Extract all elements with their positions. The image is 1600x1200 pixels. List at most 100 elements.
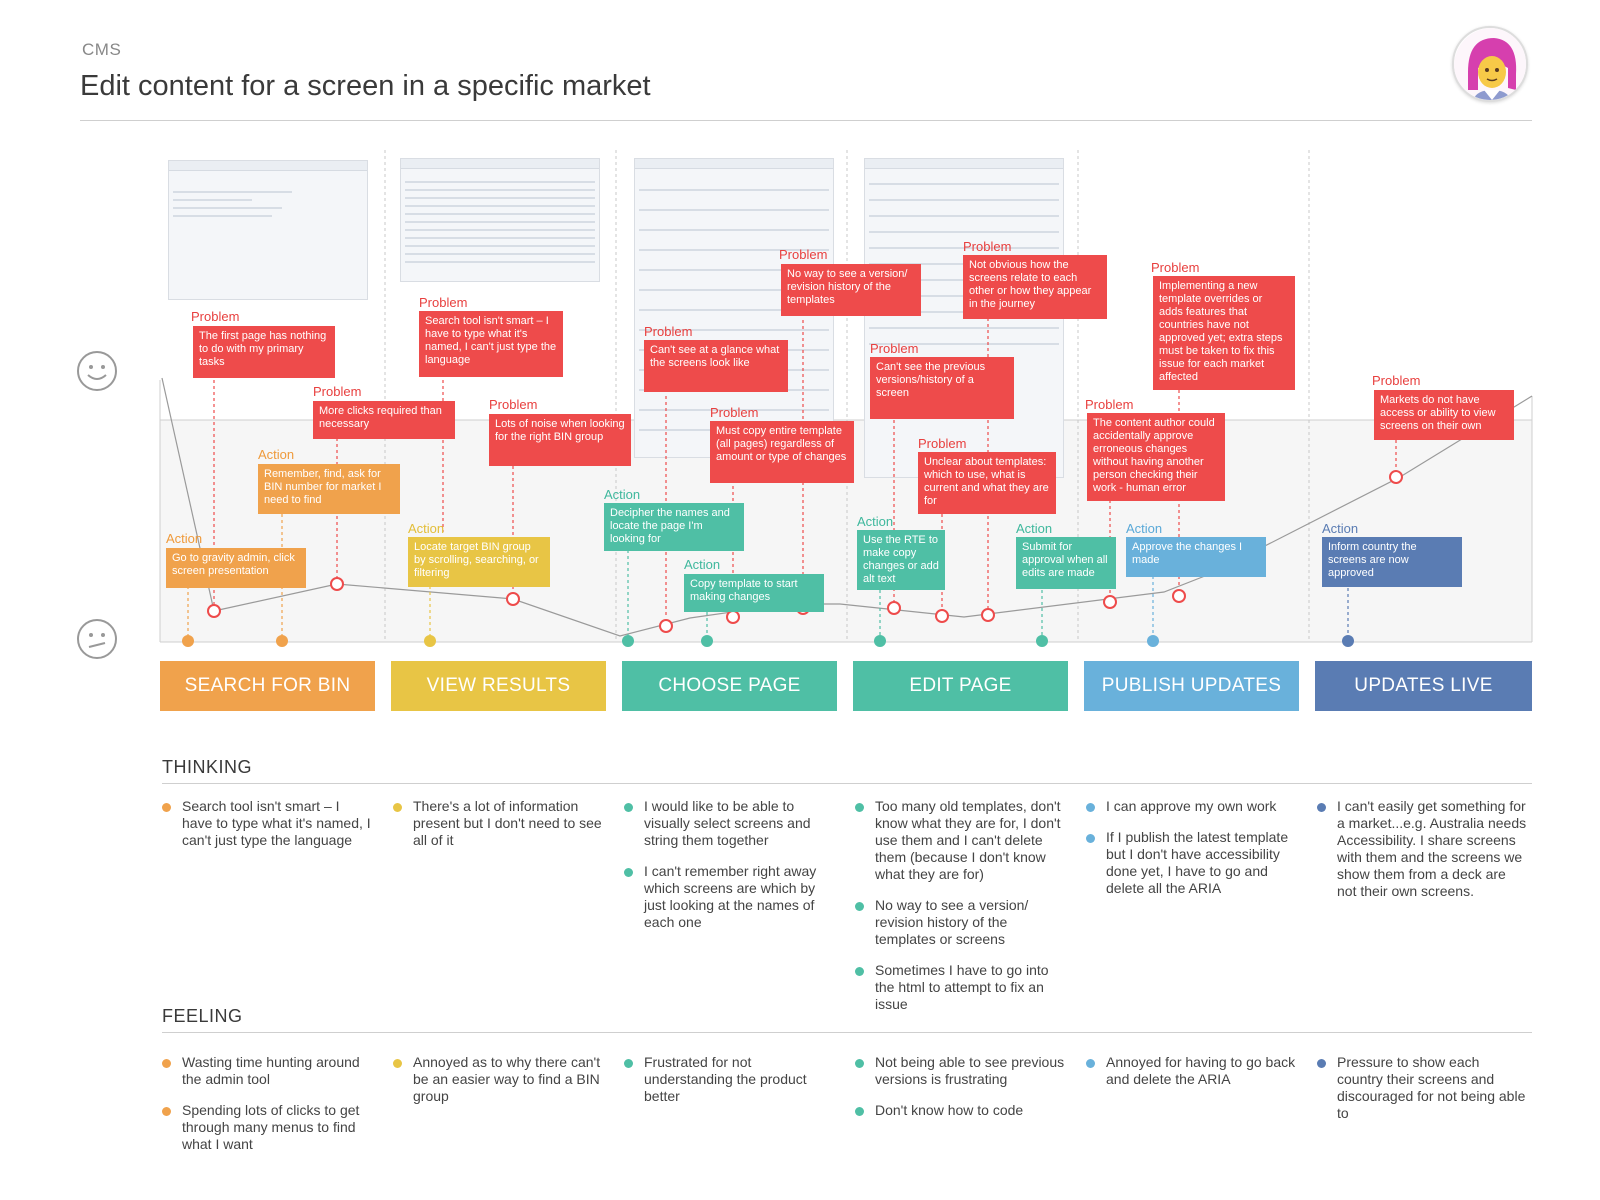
thinking-item: If I publish the latest template but I d… bbox=[1086, 829, 1296, 897]
feeling-divider bbox=[162, 1032, 1532, 1033]
smiley-face-icon bbox=[76, 350, 118, 392]
stage-updates-live: UPDATES LIVE bbox=[1315, 661, 1532, 711]
problem-card: Must copy entire template (all pages) re… bbox=[710, 421, 854, 483]
problem-marker bbox=[981, 608, 995, 622]
page-title: Edit content for a screen in a specific … bbox=[80, 70, 651, 102]
problem-card: Lots of noise when looking for the right… bbox=[489, 414, 631, 466]
problem-label: Problem bbox=[710, 405, 759, 420]
problem-marker bbox=[330, 577, 344, 591]
stage-edit-page: EDIT PAGE bbox=[853, 661, 1068, 711]
stage-search-for-bin: SEARCH FOR BIN bbox=[160, 661, 375, 711]
action-marker bbox=[701, 635, 713, 647]
problem-label: Problem bbox=[918, 436, 967, 451]
problem-marker bbox=[935, 609, 949, 623]
feeling-item: Don't know how to code bbox=[855, 1102, 1065, 1119]
stage-choose-page: CHOOSE PAGE bbox=[622, 661, 837, 711]
problem-card: The first page has nothing to do with my… bbox=[193, 326, 335, 378]
problem-label: Problem bbox=[644, 324, 693, 339]
problem-label: Problem bbox=[779, 247, 828, 262]
feeling-item: Pressure to show each country their scre… bbox=[1317, 1054, 1527, 1122]
problem-marker bbox=[726, 610, 740, 624]
thinking-column: I can't easily get something for a marke… bbox=[1317, 798, 1527, 914]
problem-marker bbox=[506, 592, 520, 606]
action-label: Action bbox=[408, 521, 445, 536]
screenshot-thumbnail bbox=[400, 158, 600, 282]
feeling-item: Frustrated for not understanding the pro… bbox=[624, 1054, 834, 1105]
problem-label: Problem bbox=[419, 295, 468, 310]
feeling-item: Annoyed as to why there can't be an easi… bbox=[393, 1054, 603, 1105]
action-marker bbox=[1342, 635, 1354, 647]
confused-face-icon bbox=[76, 618, 118, 660]
problem-marker bbox=[207, 604, 221, 618]
problem-marker bbox=[1103, 595, 1117, 609]
action-label: Action bbox=[604, 487, 641, 502]
problem-card: Search tool isn't smart – I have to type… bbox=[419, 311, 563, 377]
thinking-item: No way to see a version/ revision histor… bbox=[855, 897, 1065, 948]
problem-card: Implementing a new template overrides or… bbox=[1153, 276, 1295, 390]
thinking-item: There's a lot of information present but… bbox=[393, 798, 603, 849]
problem-label: Problem bbox=[1372, 373, 1421, 388]
feeling-title: FEELING bbox=[162, 1006, 243, 1026]
action-marker bbox=[874, 635, 886, 647]
problem-marker bbox=[887, 601, 901, 615]
problem-card: Not obvious how the screens relate to ea… bbox=[963, 255, 1107, 319]
action-label: Action bbox=[1322, 521, 1359, 536]
thinking-column: I can approve my own work If I publish t… bbox=[1086, 798, 1296, 911]
action-card: Approve the changes I made bbox=[1126, 537, 1266, 577]
title-divider bbox=[80, 120, 1532, 121]
stage-view-results: VIEW RESULTS bbox=[391, 661, 606, 711]
action-card: Use the RTE to make copy changes or add … bbox=[857, 530, 945, 590]
feeling-column: Annoyed as to why there can't be an easi… bbox=[393, 1054, 603, 1119]
feeling-item: Not being able to see previous versions … bbox=[855, 1054, 1065, 1088]
action-label: Action bbox=[1126, 521, 1163, 536]
problem-label: Problem bbox=[1151, 260, 1200, 275]
thinking-item: I would like to be able to visually sele… bbox=[624, 798, 834, 849]
thinking-item: I can approve my own work bbox=[1086, 798, 1296, 815]
action-card: Remember, find, ask for BIN number for m… bbox=[258, 464, 400, 514]
problem-label: Problem bbox=[1085, 397, 1134, 412]
action-label: Action bbox=[1016, 521, 1053, 536]
problem-marker bbox=[1172, 589, 1186, 603]
problem-label: Problem bbox=[191, 309, 240, 324]
action-marker bbox=[1147, 635, 1159, 647]
thinking-item: Too many old templates, don't know what … bbox=[855, 798, 1065, 883]
problem-marker bbox=[659, 619, 673, 633]
action-card: Submit for approval when all edits are m… bbox=[1016, 537, 1116, 589]
screenshot-thumbnail bbox=[168, 160, 368, 300]
problem-card: More clicks required than necessary bbox=[313, 401, 455, 439]
feeling-column: Wasting time hunting around the admin to… bbox=[162, 1054, 372, 1167]
header-eyebrow: CMS bbox=[82, 40, 122, 59]
stage-publish-updates: PUBLISH UPDATES bbox=[1084, 661, 1299, 711]
thinking-item: Search tool isn't smart – I have to type… bbox=[162, 798, 372, 849]
problem-card: Unclear about templates: which to use, w… bbox=[918, 452, 1056, 514]
action-card: Inform country the screens are now appro… bbox=[1322, 537, 1462, 587]
action-card: Locate target BIN group by scrolling, se… bbox=[408, 537, 550, 587]
problem-marker bbox=[1389, 470, 1403, 484]
thinking-divider bbox=[162, 783, 1532, 784]
action-marker bbox=[182, 635, 194, 647]
action-marker bbox=[424, 635, 436, 647]
problem-label: Problem bbox=[870, 341, 919, 356]
feeling-column: Pressure to show each country their scre… bbox=[1317, 1054, 1527, 1136]
problem-card: Markets do not have access or ability to… bbox=[1374, 390, 1514, 440]
thinking-item: I can't remember right away which screen… bbox=[624, 863, 834, 931]
problem-card: Can't see the previous versions/history … bbox=[870, 357, 1014, 419]
thinking-item: I can't easily get something for a marke… bbox=[1317, 798, 1527, 900]
action-card: Go to gravity admin, click screen presen… bbox=[166, 548, 306, 588]
feeling-column: Frustrated for not understanding the pro… bbox=[624, 1054, 834, 1119]
action-marker bbox=[276, 635, 288, 647]
action-card: Decipher the names and locate the page I… bbox=[604, 503, 744, 551]
action-label: Action bbox=[684, 557, 721, 572]
problem-label: Problem bbox=[489, 397, 538, 412]
problem-card: No way to see a version/ revision histor… bbox=[781, 264, 921, 316]
problem-card: Can't see at a glance what the screens l… bbox=[644, 340, 788, 392]
action-marker bbox=[1036, 635, 1048, 647]
feeling-item: Spending lots of clicks to get through m… bbox=[162, 1102, 372, 1153]
action-label: Action bbox=[166, 531, 203, 546]
thinking-column: Too many old templates, don't know what … bbox=[855, 798, 1065, 1027]
action-label: Action bbox=[258, 447, 295, 462]
feeling-item: Annoyed for having to go back and delete… bbox=[1086, 1054, 1296, 1088]
action-marker bbox=[622, 635, 634, 647]
thinking-column: Search tool isn't smart – I have to type… bbox=[162, 798, 372, 863]
action-card: Copy template to start making changes bbox=[684, 574, 824, 612]
